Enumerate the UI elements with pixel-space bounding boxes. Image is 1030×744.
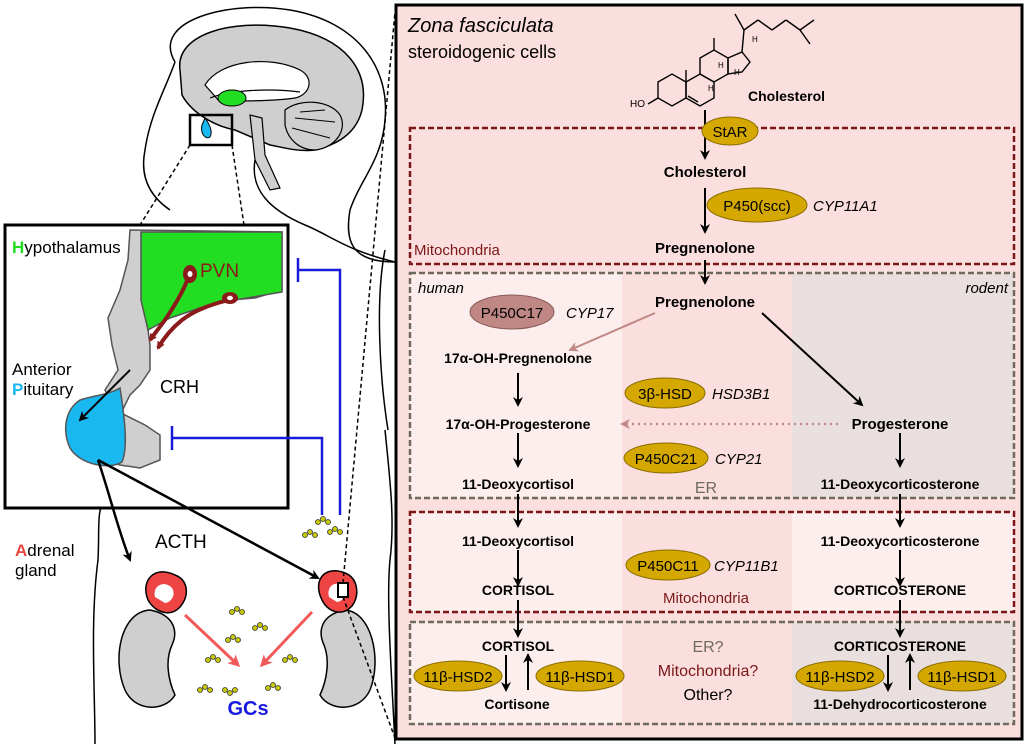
acth-arrows xyxy=(96,458,320,580)
h-label-4: H xyxy=(734,68,740,77)
left-kidney xyxy=(118,571,187,708)
corticosterone-1: CORTICOSTERONE xyxy=(834,582,966,598)
zoom-lines-adrenal xyxy=(342,11,396,739)
cortisol-1: CORTISOL xyxy=(482,582,555,598)
pvn-label: PVN xyxy=(200,261,239,282)
hsd3b1-label: HSD3B1 xyxy=(712,386,770,403)
h-label-1: H xyxy=(708,84,714,93)
anterior-label: Anterior xyxy=(12,360,72,379)
rodent-label: rodent xyxy=(965,280,1008,297)
p450c17-label: P450C17 xyxy=(481,305,544,322)
acth-label: ACTH xyxy=(155,532,207,553)
zoom-lines-brain xyxy=(139,144,245,226)
progesterone: Progesterone xyxy=(852,416,949,433)
star-label: StAR xyxy=(712,124,747,141)
p450c21-label: P450C21 xyxy=(635,451,698,468)
deoxycortisol-2: 11-Deoxycortisol xyxy=(462,533,574,549)
hsd2-left-enzyme xyxy=(413,660,503,692)
body-silhouette xyxy=(92,6,396,744)
hsd3b-enzyme xyxy=(624,377,706,409)
star-enzyme xyxy=(701,116,759,146)
cyp11a1-label: CYP11A1 xyxy=(813,198,878,215)
zona-title: Zona fasciculata xyxy=(407,15,554,37)
hsd2-right-label: 11β-HSD2 xyxy=(805,669,874,686)
dehydrocorticosterone: 11-Dehydrocorticosterone xyxy=(813,696,987,712)
gc-molecules xyxy=(197,516,343,696)
pregnenolone-mito: Pregnenolone xyxy=(655,240,755,257)
hypothalamus-label: Hypothalamus xyxy=(12,238,121,257)
oh-pregnenolone: 17α-OH-Pregnenolone xyxy=(444,350,592,366)
er-label: ER xyxy=(695,480,717,497)
hypothalamus-inset xyxy=(3,223,290,510)
cholesterol-mito: Cholesterol xyxy=(664,164,747,181)
steroidogenesis-panel xyxy=(394,3,1024,741)
gcs-label: GCs xyxy=(227,698,268,720)
p450scc-enzyme xyxy=(706,187,808,223)
gland-label: gland xyxy=(15,561,57,580)
zona-subtitle: steroidogenic cells xyxy=(408,42,556,62)
brain-zoom-box xyxy=(188,113,234,147)
oh-progesterone: 17α-OH-Progesterone xyxy=(446,416,591,432)
hsd1-right-label: 11β-HSD1 xyxy=(927,669,996,686)
p450scc-label: P450(scc) xyxy=(723,198,791,215)
cortisol-2: CORTISOL xyxy=(482,638,555,654)
adrenal-to-gcs-arrow-left xyxy=(183,613,241,668)
crh-label: CRH xyxy=(160,377,199,397)
cortisone: Cortisone xyxy=(484,696,550,712)
cholesterol-top: Cholesterol xyxy=(748,88,825,104)
pituitary-label: Pituitary xyxy=(12,380,74,399)
pregnenolone-er: Pregnenolone xyxy=(655,294,755,311)
deoxycortisol-1: 11-Deoxycortisol xyxy=(462,476,574,492)
adrenal-to-gcs-arrow-right xyxy=(259,610,314,668)
hsd1-left-enzyme xyxy=(535,660,625,692)
hsd1-right-enzyme xyxy=(917,660,1007,692)
brain xyxy=(179,24,365,191)
pathway-arrows xyxy=(501,110,915,692)
h-label-3: H xyxy=(752,35,758,44)
h-label-2: H xyxy=(718,61,724,70)
mito-q-label: Mitochondria? xyxy=(658,663,759,680)
cyp11b1-label: CYP11B1 xyxy=(714,558,779,575)
deoxycorticosterone-2: 11-Deoxycorticosterone xyxy=(821,533,980,549)
corticosterone-2: CORTICOSTERONE xyxy=(834,638,966,654)
right-kidney xyxy=(317,570,376,708)
feedback-lines xyxy=(170,258,342,515)
p450c11-enzyme xyxy=(625,549,711,581)
adrenal-label: Adrenal xyxy=(15,541,75,560)
deoxycorticosterone-1: 11-Deoxycorticosterone xyxy=(821,476,980,492)
hsd2-left-label: 11β-HSD2 xyxy=(423,669,492,686)
hsd3b-label: 3β-HSD xyxy=(638,386,692,403)
er-q-label: ER? xyxy=(692,639,723,656)
p450c17-enzyme xyxy=(469,294,555,330)
hsd2-right-enzyme xyxy=(795,660,885,692)
hsd1-left-label: 11β-HSD1 xyxy=(545,669,614,686)
mitochondria-label-2: Mitochondria xyxy=(663,590,750,607)
mitochondria-label-1: Mitochondria xyxy=(414,242,501,259)
p450c21-enzyme xyxy=(623,442,709,474)
human-label: human xyxy=(418,280,464,297)
cyp17-arrow xyxy=(568,312,656,352)
other-q-label: Other? xyxy=(684,687,733,704)
ho-label: HO xyxy=(630,99,645,110)
cyp17-label: CYP17 xyxy=(566,305,614,322)
cholesterol-structure xyxy=(647,13,815,107)
p450c11-label: P450C11 xyxy=(637,558,698,575)
cyp21-label: CYP21 xyxy=(715,451,763,468)
